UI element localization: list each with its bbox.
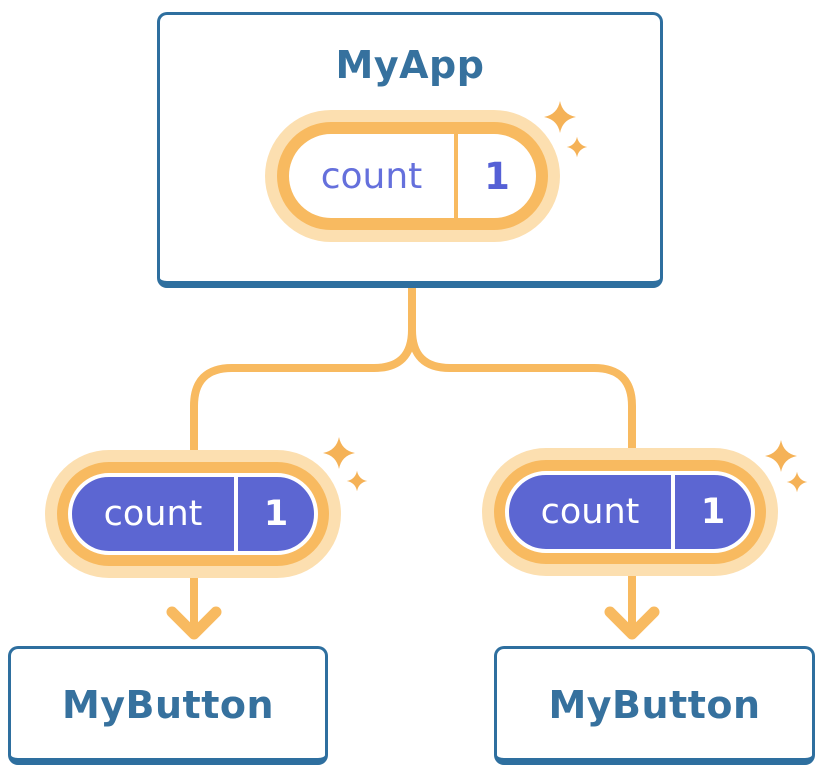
tree-connector-left	[190, 288, 416, 458]
component-title: MyButton	[61, 683, 275, 727]
component-card-child-left: MyButton	[8, 646, 328, 765]
component-title: MyButton	[548, 683, 761, 727]
arrow-down-icon	[604, 576, 660, 640]
pill-divider	[234, 477, 238, 551]
state-pill-root: count 1	[277, 122, 548, 230]
component-card-child-right: MyButton	[494, 646, 815, 765]
state-value: 1	[484, 154, 510, 198]
component-card-root: MyApp count 1	[157, 12, 663, 288]
state-value: 1	[700, 492, 726, 532]
state-pill-child-left: count 1	[68, 473, 318, 555]
state-name: count	[103, 494, 203, 534]
state-value: 1	[263, 494, 289, 534]
state-pill-child-right: count 1	[505, 471, 755, 553]
pill-divider	[671, 475, 675, 549]
component-title: MyApp	[335, 43, 485, 87]
pill-divider	[454, 134, 458, 218]
state-name: count	[540, 492, 640, 532]
arrow-down-icon	[166, 576, 222, 640]
state-name: count	[320, 155, 423, 197]
tree-connector-right	[408, 288, 636, 458]
